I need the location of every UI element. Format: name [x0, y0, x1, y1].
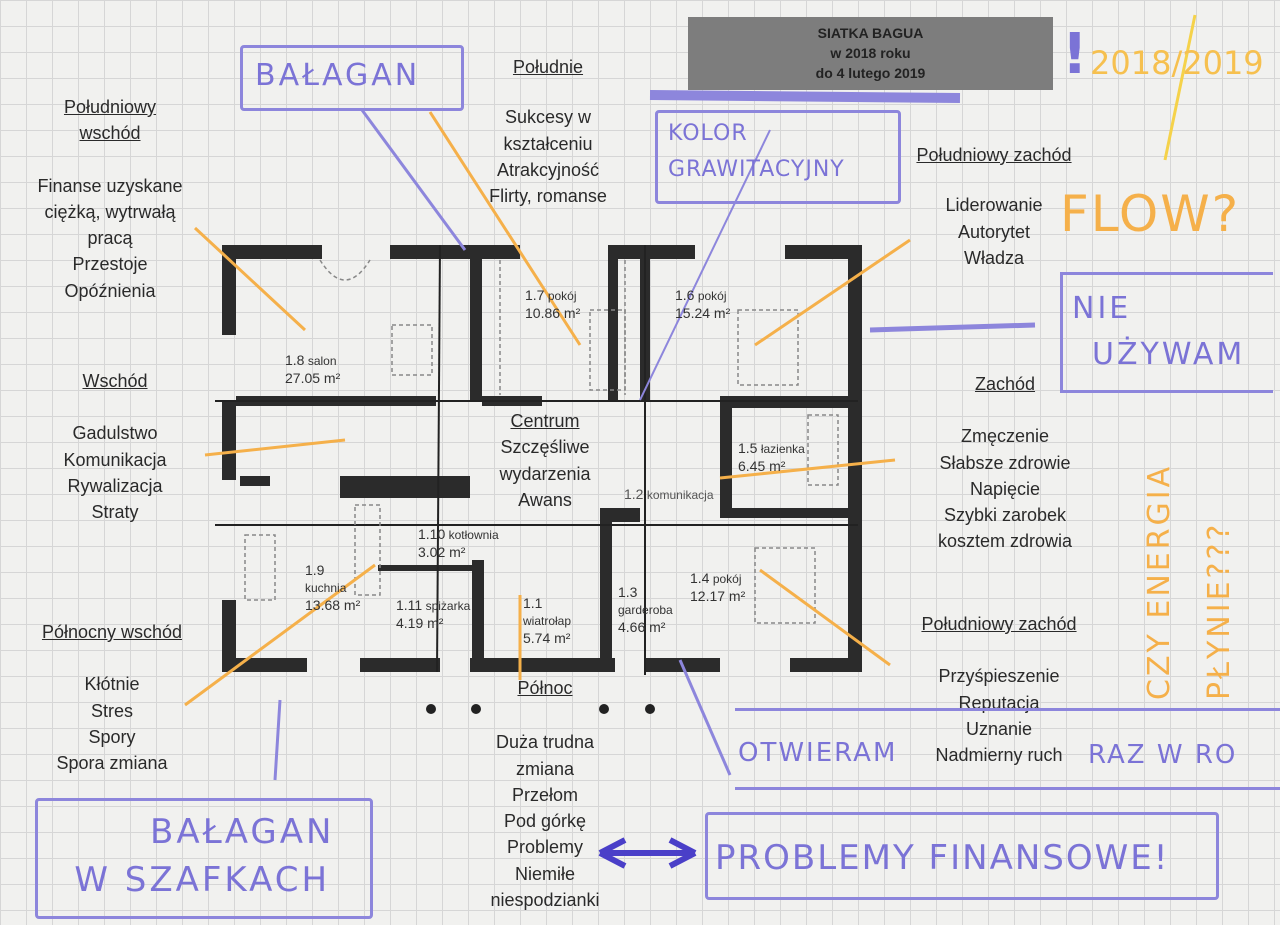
zone-east: Wschód Gadulstwo Komunikacja Rywalizacja…	[63, 371, 167, 523]
zone-southeast: Południowy wschód Finanse uzyskane ciężk…	[37, 97, 183, 301]
zone-west: Zachód Zmęczenie Słabsze zdrowie Napięci…	[937, 374, 1073, 552]
note-years: 2018/2019	[1090, 44, 1264, 82]
furniture	[244, 259, 839, 624]
note-kolor: KOLOR GRAWITACYJNY	[668, 121, 845, 182]
zone-center: Centrum Szczęśliwe wydarzenia Awans	[499, 411, 591, 510]
note-flow: FLOW?	[1060, 185, 1241, 243]
title-line: w 2018 roku	[830, 45, 911, 61]
note-finanse-box	[705, 812, 1219, 900]
note-finanse: PROBLEMY FINANSOWE!	[715, 838, 1170, 878]
zone-northeast: Północny wschód Kłótnie Stres Spory Spor…	[41, 622, 183, 774]
note-balagan: BAŁAGAN	[255, 58, 421, 93]
pen-marks	[184, 14, 1197, 869]
note-nie-uzywam: NIE UŻYWAM	[1072, 291, 1246, 372]
note-szafki: BAŁAGAN W SZAFKACH	[74, 812, 335, 900]
zone-southwest-top: Południowy zachód Liderowanie Autorytet …	[916, 145, 1072, 268]
entrance-columns	[426, 704, 655, 714]
note-balagan-box	[240, 45, 464, 111]
note-kolor-box	[655, 110, 901, 204]
zone-north: Północ Duża trudna zmiana Przełom Pod gó…	[490, 678, 600, 911]
note-energia: CZY ENERGIA PŁYNIE???	[1142, 463, 1237, 700]
zone-southwest-bottom: Południowy zachód Przyśpieszenie Reputac…	[921, 614, 1077, 766]
walls	[222, 245, 862, 672]
note-nie-uzywam-box	[1060, 272, 1273, 393]
title-line: SIATKA BAGUA	[817, 25, 924, 41]
bagua-title-box: SIATKA BAGUA w 2018 roku do 4 lutego 201…	[688, 17, 1053, 90]
note-otwieram: OTWIERAM	[738, 738, 898, 768]
note-raz-w-roku: RAZ W RO	[1088, 740, 1238, 770]
note-exclaim: !	[1062, 22, 1091, 87]
bagua-grid-lines	[215, 244, 858, 675]
title-line: do 4 lutego 2019	[815, 65, 926, 81]
note-otwieram-box	[735, 708, 1280, 790]
note-szafki-box	[35, 798, 373, 919]
room-label: 1.2 komunikacja	[624, 486, 714, 502]
zone-south: Południe Sukcesy w kształceniu Atrakcyjn…	[489, 57, 607, 207]
